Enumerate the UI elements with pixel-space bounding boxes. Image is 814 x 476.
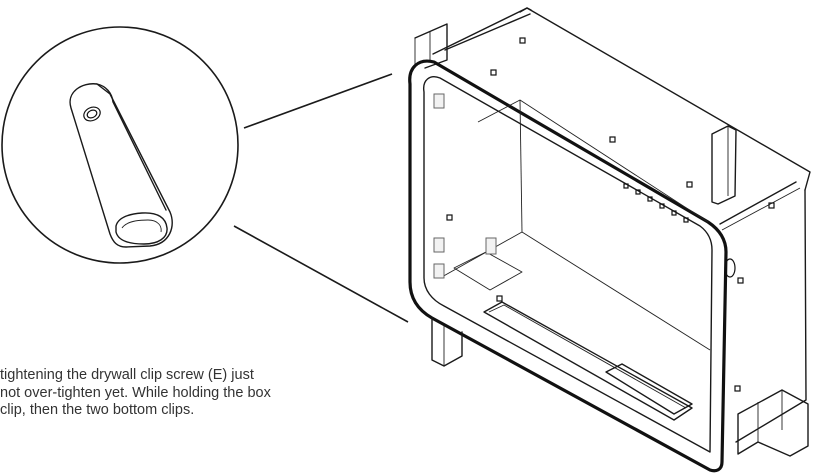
caption-line-1: tightening the drywall clip screw (E) ju… bbox=[0, 367, 254, 383]
wall-box bbox=[408, 7, 811, 473]
detail-circle bbox=[1, 26, 239, 264]
caption-line-3: clip, then the two bottom clips. bbox=[0, 402, 195, 419]
leader-line-top bbox=[243, 73, 393, 129]
caption-line-2: not over-tighten yet. While holding the … bbox=[0, 384, 271, 401]
drywall-clip-closeup bbox=[69, 83, 173, 248]
detail-callout bbox=[1, 26, 239, 264]
leader-line-bottom bbox=[233, 225, 409, 323]
instruction-caption: tightening the drywall clip screw (E) ju… bbox=[0, 367, 420, 420]
